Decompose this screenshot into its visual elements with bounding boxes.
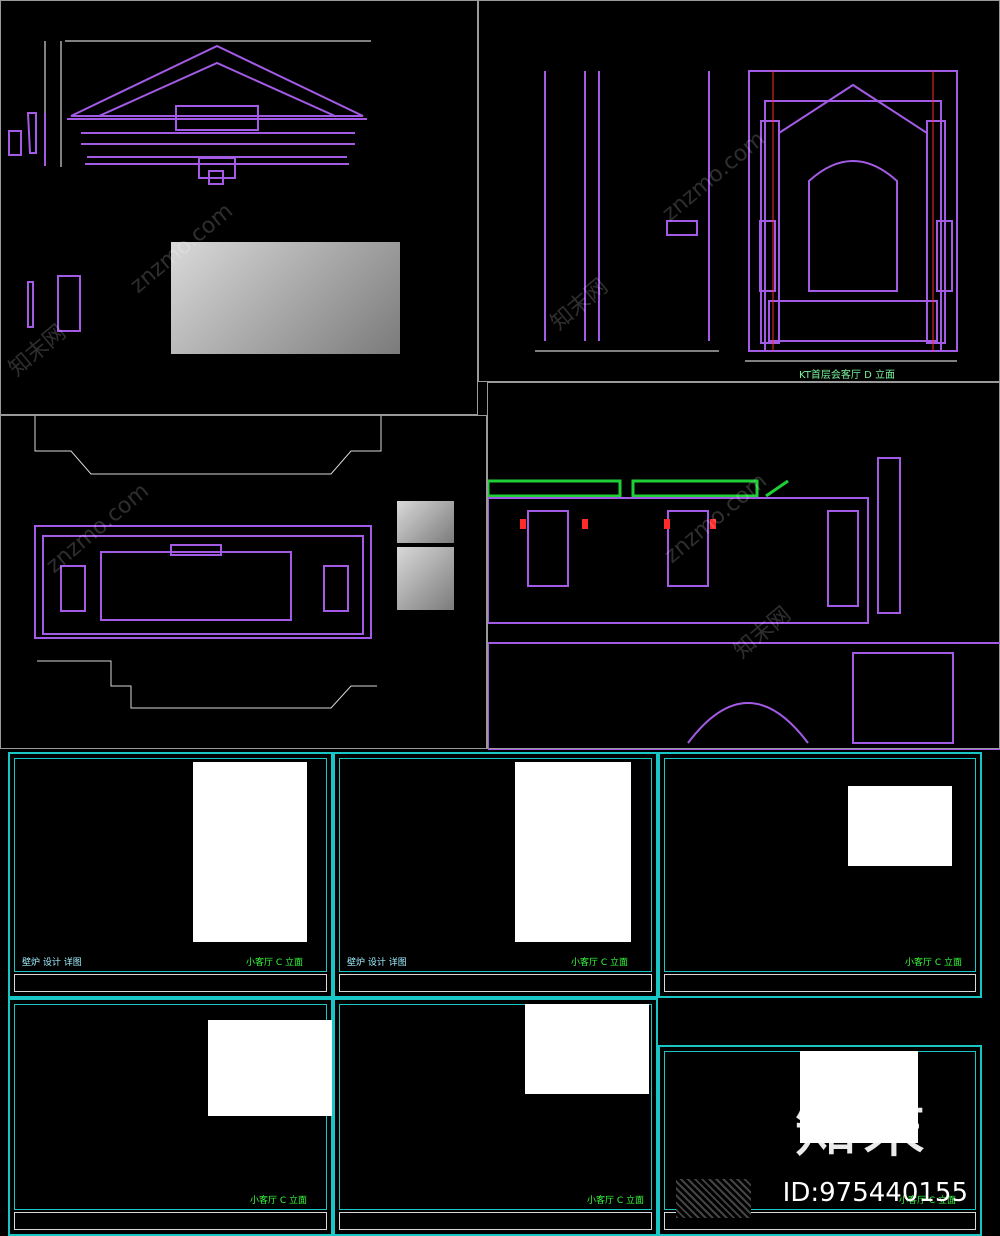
schedule-table-3 bbox=[848, 786, 952, 866]
wall-elevation-panel: znzmo.com 知末网 bbox=[487, 382, 1000, 750]
sheet-6-title: 小客厅 C 立面 bbox=[898, 1196, 956, 1206]
sheet-2-title: 小客厅 C 立面 bbox=[570, 958, 628, 968]
sheet-4: 小客厅 C 立面 bbox=[8, 998, 333, 1236]
wall-elevation bbox=[488, 457, 1000, 750]
schedule-table-2 bbox=[515, 762, 631, 942]
sheet-1-title: 小客厅 C 立面 bbox=[245, 958, 303, 968]
schedule-table-6 bbox=[800, 1051, 918, 1143]
schedule-table-5 bbox=[525, 1004, 649, 1094]
fireplace-elevation bbox=[535, 70, 958, 362]
detail-photo-2 bbox=[397, 547, 454, 610]
detail-photo-1 bbox=[397, 501, 454, 543]
pediment-drawing-panel: znzmo.com 知末网 bbox=[0, 0, 478, 415]
elevation-panel: KT首层会客厅 D 立面 znzmo.com 知末网 bbox=[478, 0, 1000, 382]
schedule-table-1 bbox=[193, 762, 307, 942]
sheet-2: 小客厅 C 立面 壁炉 设计 详图 bbox=[333, 752, 658, 998]
grille-pattern bbox=[676, 1179, 751, 1218]
pediment-drawing bbox=[8, 40, 371, 332]
pediment-render-image bbox=[171, 242, 400, 354]
sheet-2-note: 壁炉 设计 详图 bbox=[347, 958, 407, 968]
brand-id: ID:975440155 bbox=[782, 1178, 968, 1208]
sheet-1-note: 壁炉 设计 详图 bbox=[22, 958, 82, 968]
sheet-3: 小客厅 C 立面 bbox=[658, 752, 982, 998]
fireplace-panel: znzmo.com bbox=[0, 415, 487, 749]
fireplace-front bbox=[34, 416, 382, 709]
brand-logo: 知末 bbox=[794, 1093, 930, 1167]
schedule-table-4 bbox=[208, 1020, 332, 1116]
sheet-5-title: 小客厅 C 立面 bbox=[586, 1196, 644, 1206]
sheet-3-title: 小客厅 C 立面 bbox=[904, 958, 962, 968]
sheet-4-title: 小客厅 C 立面 bbox=[249, 1196, 307, 1206]
sheet-1: 小客厅 C 立面 壁炉 设计 详图 bbox=[8, 752, 333, 998]
sheet-6: 小客厅 C 立面 bbox=[658, 1045, 982, 1236]
sheet-5: 小客厅 C 立面 bbox=[333, 998, 658, 1236]
elevation-caption: KT首层会客厅 D 立面 bbox=[799, 370, 895, 381]
